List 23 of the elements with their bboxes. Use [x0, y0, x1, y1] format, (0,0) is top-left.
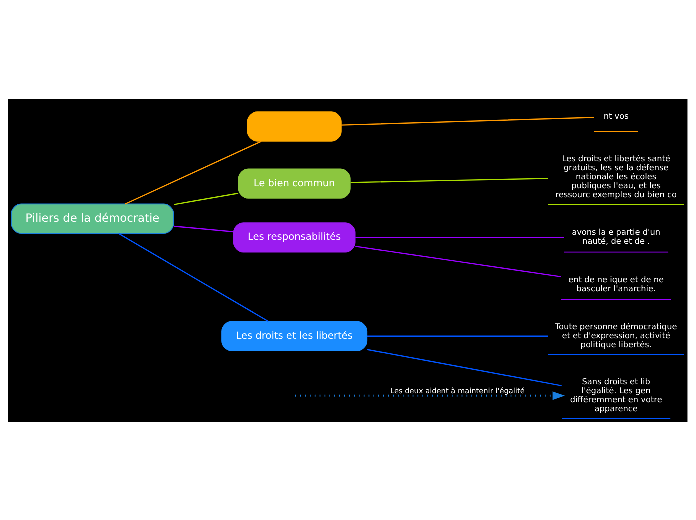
node-text: avons la e partie d'un nauté, de et de . [572, 226, 661, 246]
node-text: Toute personne démocratique et et d'expression, activité politique libertés. [555, 320, 678, 349]
connector [174, 225, 234, 232]
node-text: Les droits et libertés santé gratuits, les se la défense nationale les écoles publiques l'eau, et les ressourc exemples du bien co [556, 152, 677, 199]
connector [174, 192, 239, 205]
connector [350, 178, 548, 183]
edge-label: Les deux aident à maintenir l'égalité [390, 386, 525, 396]
connector [118, 232, 269, 322]
node-box [247, 111, 342, 142]
node-box: Le bien commun [238, 168, 351, 198]
connector [342, 116, 594, 126]
node-box: Les responsabilités [233, 222, 356, 252]
node-text: Sans droits et lib l'égalité. Les gen différemment en votre apparence [570, 376, 662, 413]
connector [367, 335, 548, 336]
connector [125, 140, 262, 204]
node-box: Les droits et les libertés [222, 320, 368, 351]
connector [356, 245, 562, 278]
node-text: ent de ne ique et de ne basculer l'anarchie. [568, 274, 664, 293]
node-box: Piliers de la démocratie [11, 203, 174, 234]
arrow [295, 391, 566, 400]
connector [367, 348, 562, 386]
connector [356, 236, 564, 238]
node-text: nt vos [604, 110, 629, 120]
